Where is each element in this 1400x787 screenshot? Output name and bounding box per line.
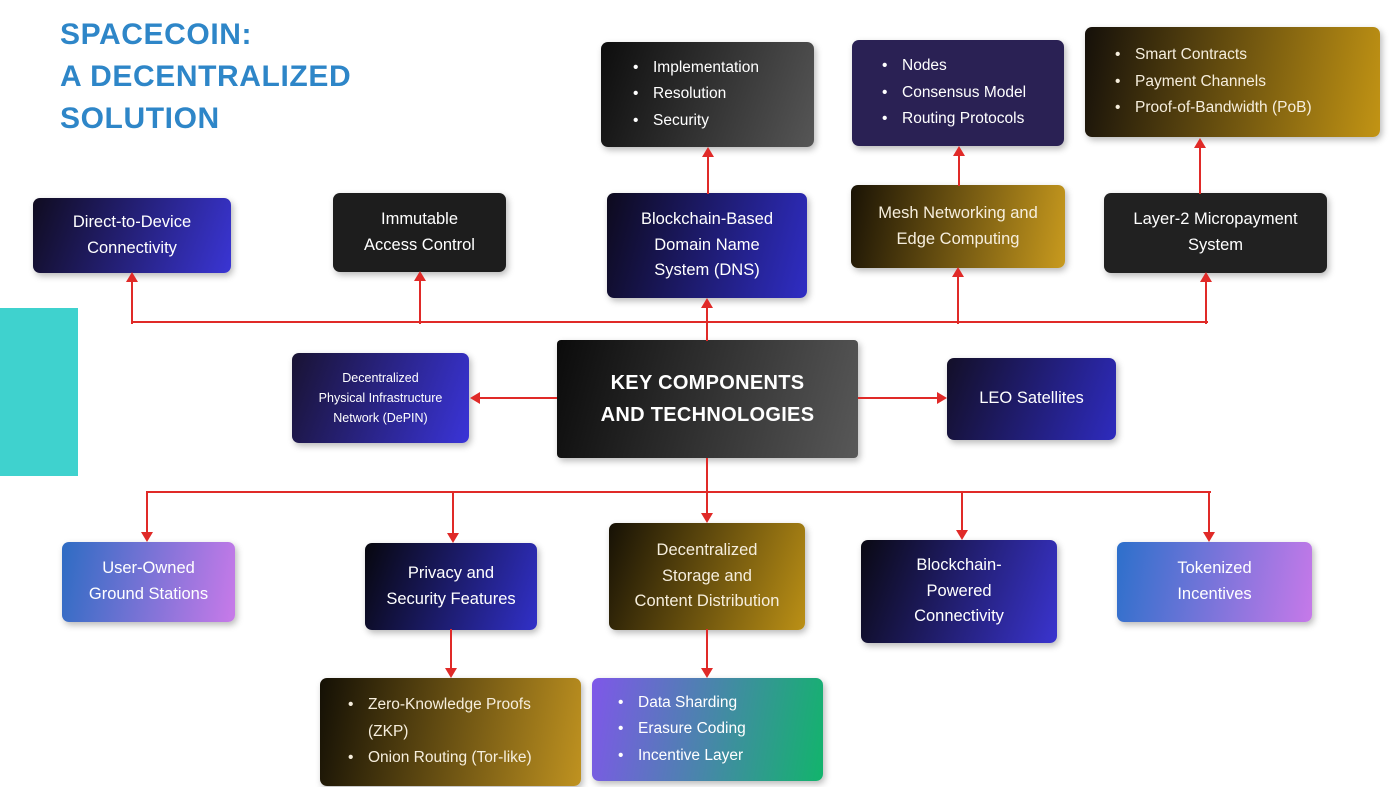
arrowhead-down-icon (447, 533, 459, 543)
connector-line (131, 282, 133, 324)
node-privacy-security: Privacy and Security Features (365, 543, 537, 630)
connector-line (146, 491, 1211, 493)
teal-accent-block (0, 308, 78, 476)
node-blockchain-dns: Blockchain-Based Domain Name System (DNS… (607, 193, 807, 298)
arrowhead-up-icon (952, 267, 964, 277)
node-label: Decentralized Physical Infrastructure Ne… (318, 371, 443, 425)
bullet-item: Incentive Layer (616, 743, 746, 770)
connector-line (1205, 282, 1207, 324)
page-title: SPACECOIN: A DECENTRALIZED SOLUTION (60, 18, 352, 135)
connector-line (858, 397, 937, 399)
connector-line (419, 281, 421, 324)
connector-line (706, 629, 708, 669)
privacy-details-list: Zero-Knowledge Proofs (ZKP)Onion Routing… (346, 692, 563, 771)
bullet-item: Onion Routing (Tor-like) (346, 745, 563, 772)
node-label: LEO Satellites (979, 389, 1084, 408)
node-blockchain-powered: Blockchain- Powered Connectivity (861, 540, 1057, 643)
arrowhead-up-icon (702, 147, 714, 157)
node-tokenized-incentives: Tokenized Incentives (1117, 542, 1312, 622)
node-privacy-details: Zero-Knowledge Proofs (ZKP)Onion Routing… (320, 678, 581, 786)
arrowhead-down-icon (956, 530, 968, 540)
arrowhead-up-icon (953, 146, 965, 156)
arrowhead-down-icon (141, 532, 153, 542)
connector-line (1199, 148, 1201, 194)
arrowhead-up-icon (126, 272, 138, 282)
arrowhead-up-icon (414, 271, 426, 281)
bullet-item: Data Sharding (616, 690, 746, 717)
bullet-item: Zero-Knowledge Proofs (ZKP) (346, 692, 563, 745)
node-mesh-networking: Mesh Networking and Edge Computing (851, 185, 1065, 268)
node-label: User-Owned Ground Stations (88, 559, 209, 603)
node-user-owned-ground-stations: User-Owned Ground Stations (62, 542, 235, 622)
arrowhead-up-icon (1200, 272, 1212, 282)
mesh-details-list: NodesConsensus ModelRouting Protocols (880, 53, 1026, 132)
layer2-details-list: Smart ContractsPayment ChannelsProof-of-… (1113, 42, 1312, 121)
connector-line (480, 397, 557, 399)
node-key-components: KEY COMPONENTS AND TECHNOLOGIES (557, 340, 858, 458)
node-label: Mesh Networking and Edge Computing (878, 203, 1038, 248)
bullet-item: Resolution (631, 81, 759, 108)
arrowhead-up-icon (1194, 138, 1206, 148)
bullet-item: Security (631, 108, 759, 135)
connector-line (707, 157, 709, 194)
node-depin: Decentralized Physical Infrastructure Ne… (292, 353, 469, 443)
connector-line (706, 458, 708, 514)
node-label: Privacy and Security Features (386, 563, 516, 608)
node-label: Layer-2 Micropayment System (1133, 210, 1298, 254)
node-leo-satellites: LEO Satellites (947, 358, 1116, 440)
connector-line (132, 321, 1208, 323)
connector-line (958, 156, 960, 186)
node-storage-details: Data ShardingErasure CodingIncentive Lay… (592, 678, 823, 781)
storage-details-list: Data ShardingErasure CodingIncentive Lay… (616, 690, 746, 769)
connector-line (1208, 493, 1210, 533)
arrowhead-down-icon (701, 668, 713, 678)
bullet-item: Erasure Coding (616, 716, 746, 743)
node-label: Blockchain- Powered Connectivity (914, 556, 1004, 626)
node-decentralized-storage: Decentralized Storage and Content Distri… (609, 523, 805, 630)
connector-line (450, 629, 452, 669)
node-label: Tokenized Incentives (1177, 559, 1252, 603)
node-label: Direct-to-Device Connectivity (72, 212, 192, 257)
arrowhead-down-icon (701, 513, 713, 523)
bullet-item: Smart Contracts (1113, 42, 1312, 69)
bullet-item: Implementation (631, 55, 759, 82)
arrowhead-down-icon (445, 668, 457, 678)
bullet-item: Nodes (880, 53, 1026, 80)
connector-line (146, 493, 148, 533)
node-label: KEY COMPONENTS AND TECHNOLOGIES (600, 372, 815, 426)
connector-line (706, 308, 708, 341)
connector-line (961, 493, 963, 531)
node-label: Immutable Access Control (364, 209, 475, 254)
node-layer2-micropayment: Layer-2 Micropayment System (1104, 193, 1327, 273)
arrowhead-up-icon (701, 298, 713, 308)
node-direct-to-device: Direct-to-Device Connectivity (33, 198, 231, 273)
node-mesh-details: NodesConsensus ModelRouting Protocols (852, 40, 1064, 146)
node-immutable-access: Immutable Access Control (333, 193, 506, 272)
bullet-item: Payment Channels (1113, 69, 1312, 96)
bullet-item: Consensus Model (880, 80, 1026, 107)
bullet-item: Proof-of-Bandwidth (PoB) (1113, 95, 1312, 122)
node-label: Decentralized Storage and Content Distri… (634, 541, 780, 611)
dns-details-list: ImplementationResolutionSecurity (631, 55, 759, 134)
connector-line (452, 493, 454, 534)
arrowhead-left-icon (470, 392, 480, 404)
connector-line (957, 277, 959, 324)
node-layer2-details: Smart ContractsPayment ChannelsProof-of-… (1085, 27, 1380, 137)
arrowhead-right-icon (937, 392, 947, 404)
node-dns-details: ImplementationResolutionSecurity (601, 42, 814, 147)
arrowhead-down-icon (1203, 532, 1215, 542)
bullet-item: Routing Protocols (880, 106, 1026, 133)
node-label: Blockchain-Based Domain Name System (DNS… (640, 210, 774, 280)
